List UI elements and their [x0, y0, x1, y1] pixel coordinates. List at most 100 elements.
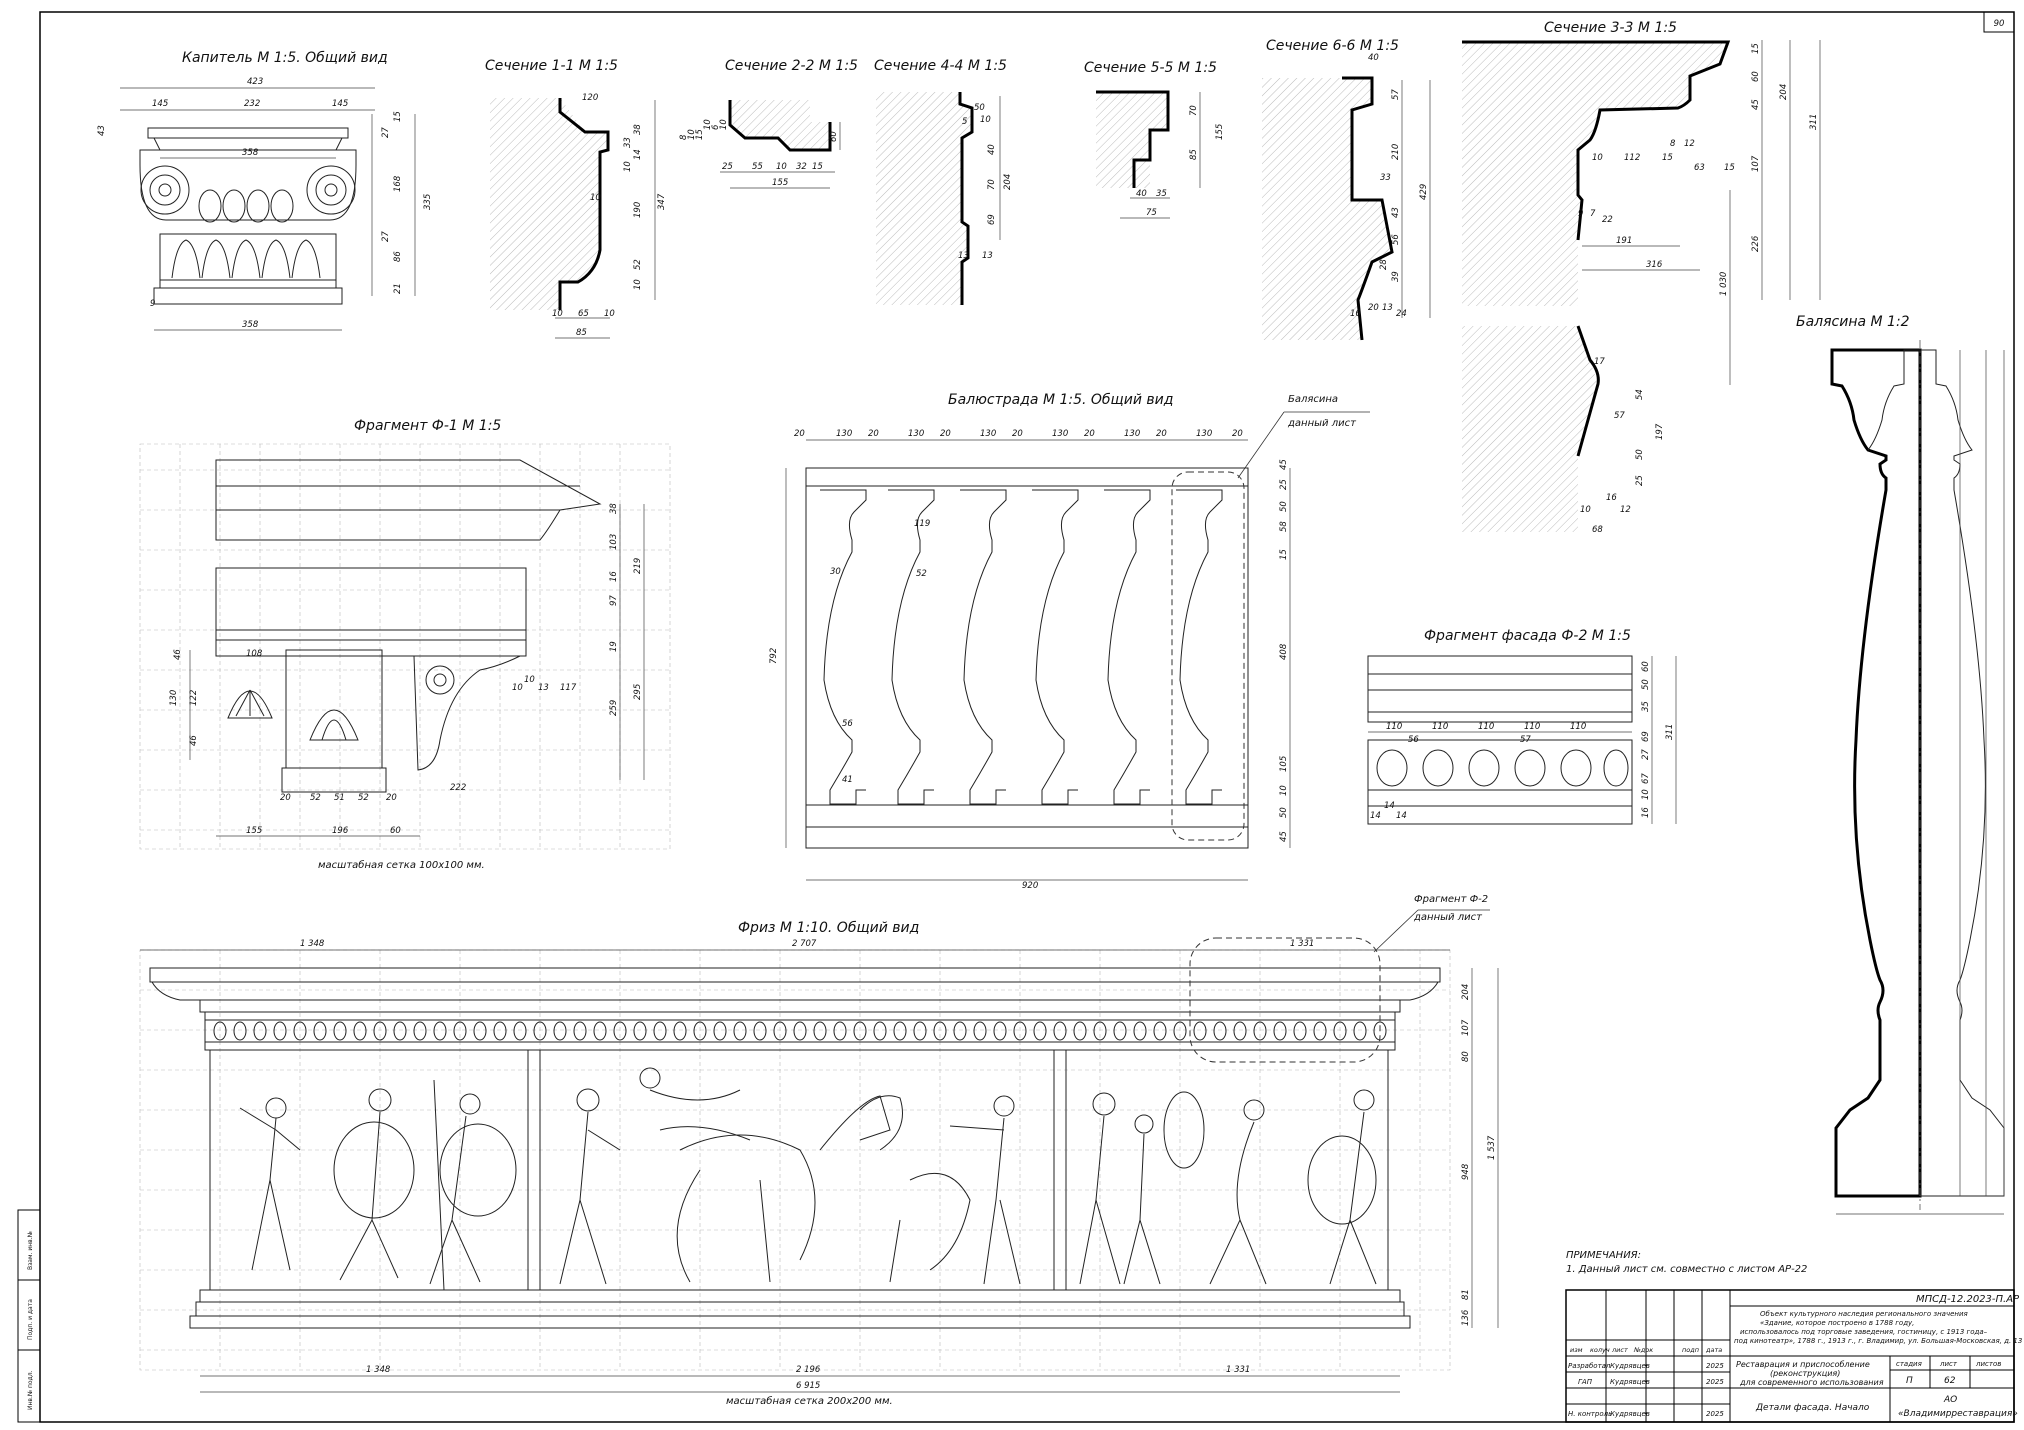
frz-r4: 81: [1461, 1289, 1471, 1300]
egg-ornament: [1193, 1021, 1207, 1041]
f1-w4: 52: [358, 793, 369, 803]
f1-tot1: 219: [633, 558, 643, 574]
egg-ornament: [1133, 1021, 1147, 1041]
sec22-v3: 10: [703, 119, 713, 130]
sec33-l1: 17: [1594, 357, 1605, 367]
section-1-1: Сечение 1-1 М 1:5 120 38 33 14 10 190 52…: [485, 58, 667, 339]
frz-top-1: 2 707: [792, 939, 817, 949]
f1-r0: 38: [609, 503, 619, 514]
sec22-b0: 25: [722, 162, 733, 172]
section-3-3: Сечение 3-3 М 1:5 15 60 45 107 226 204 3…: [1462, 20, 1821, 535]
frz-b-0: 1 348: [366, 1365, 391, 1375]
bal-r1: 25: [1279, 479, 1289, 490]
f1-scroll-bracket: [413, 655, 521, 771]
frz-total: 1 537: [1487, 1135, 1497, 1160]
egg-ornament: [593, 1021, 607, 1041]
f2-w9: 14: [1396, 811, 1407, 821]
tb-row1-role: ГАП: [1578, 1378, 1593, 1386]
cap-side-2: 168: [393, 175, 403, 192]
sec33-w0: 112: [1624, 153, 1640, 163]
egg-ornament: [413, 1021, 427, 1041]
f2-w2: 110: [1478, 722, 1494, 732]
sec33-l6: 16: [1606, 493, 1617, 503]
egg-ornament: [473, 1021, 487, 1041]
sec33-l2: 54: [1635, 389, 1645, 400]
sec66-v1: 210: [1391, 144, 1401, 160]
callout-f2-1: Фрагмент Ф-2: [1414, 894, 1488, 905]
section-2-2: Сечение 2-2 М 1:5 60 8 10 15 10 6 10 25 …: [679, 58, 858, 189]
f2-w7: 14: [1370, 811, 1381, 821]
bal-r7: 10: [1279, 785, 1289, 796]
egg-ornament: [1213, 1021, 1227, 1041]
egg-ornament: [573, 1021, 587, 1041]
egg-ornament: [213, 1021, 227, 1041]
f1-rr0: 222: [450, 783, 466, 793]
egg-ornament: [373, 1021, 387, 1041]
egg-ornament: [493, 1021, 507, 1041]
egg-ornament: [853, 1021, 867, 1041]
capital-view: Капитель М 1:5. Общий вид 423 145 232 14…: [97, 50, 433, 331]
bal-top-8: 20: [1084, 429, 1095, 439]
sheet-border: [39, 11, 2015, 1423]
tb-hdr-5: дата: [1705, 1346, 1722, 1354]
egg-ornament: [673, 1021, 687, 1041]
frz-r3: 948: [1461, 1163, 1471, 1180]
egg-ornament: [1173, 1021, 1187, 1041]
tb-object-2: «Здание, которое построено в 1788 году,: [1760, 1319, 1914, 1327]
sec33-l9: 12: [1620, 505, 1631, 515]
sec22-v1: 10: [687, 129, 697, 140]
f2-total: 311: [1665, 724, 1675, 740]
sec33-l4: 50: [1635, 449, 1645, 460]
cap-dim-inner: 358: [242, 148, 259, 158]
egg-ornament: [233, 1021, 247, 1041]
f2-title: Фрагмент фасада Ф-2 М 1:5: [1424, 628, 1631, 644]
callout-baluster-2: данный лист: [1287, 418, 1357, 429]
f1-r1: 103: [609, 534, 619, 550]
frz-r1: 107: [1461, 1019, 1471, 1036]
cap-side-0: 15: [393, 111, 403, 122]
f2-w8: 14: [1384, 801, 1395, 811]
balustrade-callout-box: [1171, 471, 1245, 841]
sec33-l3: 197: [1655, 423, 1665, 440]
egg-ornament: [913, 1021, 927, 1041]
bal-top-11: 130: [1196, 429, 1212, 439]
f1-rr3: 13: [538, 683, 549, 693]
frz-caption: масштабная сетка 200х200 мм.: [726, 1395, 893, 1407]
sec33-v2: 45: [1751, 99, 1761, 110]
sec22-b1: 55: [752, 162, 763, 172]
egg-ornament: [1313, 1021, 1327, 1041]
bal-w1: 52: [916, 569, 927, 579]
tb-project-2: (реконструкция): [1770, 1369, 1840, 1378]
f1-l3: 46: [189, 735, 199, 746]
cap-side-3: 27: [381, 231, 391, 242]
tb-org-2: «Владимирреставрация»: [1898, 1409, 2018, 1419]
frieze-view: Фриз М 1:10. Общий вид: [139, 894, 1499, 1407]
sec22-v4: 6: [711, 124, 721, 130]
frz-r2: 80: [1461, 1051, 1471, 1062]
sec33-l5: 25: [1635, 475, 1645, 486]
sec66-b0: 33: [1380, 173, 1391, 183]
frieze-grid-frame: [139, 949, 1451, 1371]
egg-ornament: [333, 1021, 347, 1041]
sec33-w3: 63: [1694, 163, 1705, 173]
bal-top-7: 130: [1052, 429, 1068, 439]
sec66-top: 40: [1368, 53, 1379, 63]
sec11-total: 347: [657, 193, 667, 210]
frieze-title: Фриз М 1:10. Общий вид: [738, 920, 919, 936]
f1-w5: 20: [386, 793, 397, 803]
tb-object-1: Объект культурного наследия региональног…: [1760, 1310, 1968, 1318]
cap-dim-b: 232: [244, 99, 260, 109]
f2-r1: 50: [1641, 679, 1651, 690]
f2-r6: 10: [1641, 789, 1651, 800]
egg-ornament: [813, 1021, 827, 1041]
f1-r2: 16: [609, 571, 619, 582]
f1-w2: 52: [310, 793, 321, 803]
f2-w0: 110: [1386, 722, 1402, 732]
f2-r2: 35: [1641, 701, 1651, 712]
tb-row3-date: 2025: [1706, 1410, 1724, 1418]
bal-top-9: 130: [1124, 429, 1140, 439]
fragment-f1: Фрагмент Ф-1 М 1:5 3: [139, 418, 671, 871]
tb-project-3: для современного использования: [1739, 1378, 1884, 1387]
notes-item1: 1. Данный лист см. совместно с листом АР…: [1566, 1264, 1807, 1275]
egg-ornament: [393, 1021, 407, 1041]
